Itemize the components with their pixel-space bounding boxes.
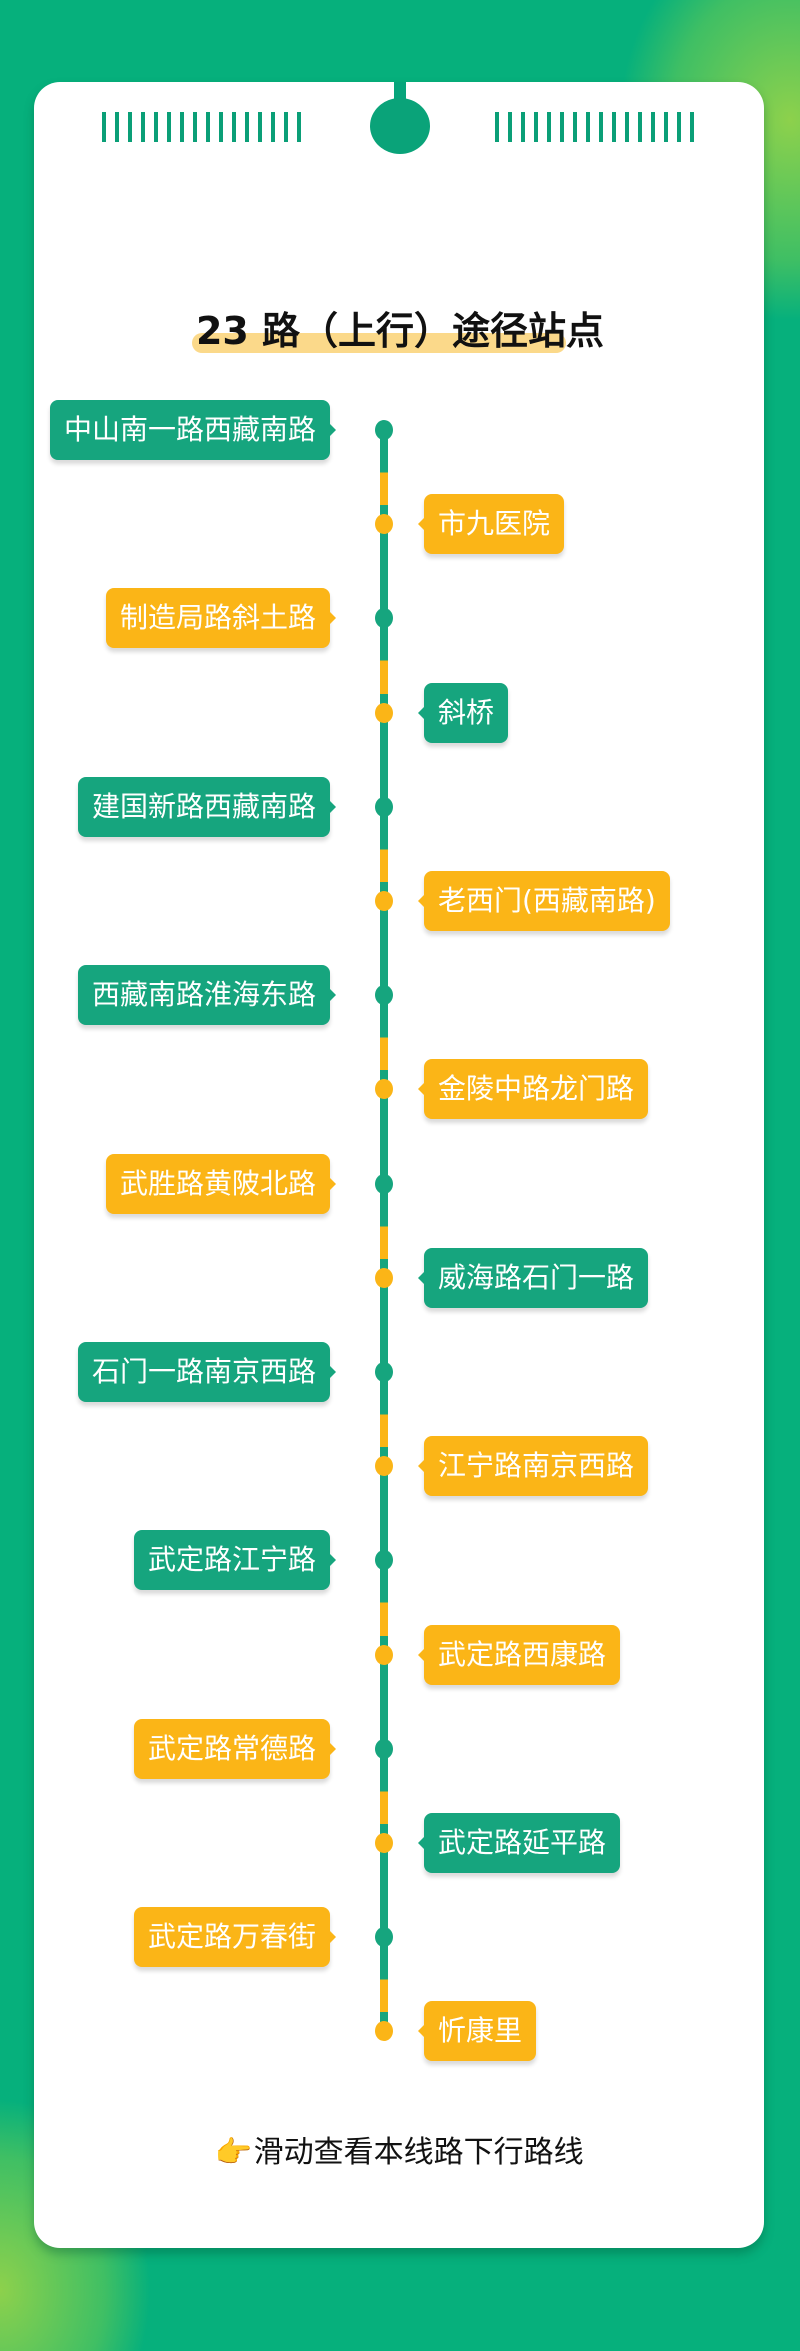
timeline-segment [380,1372,388,1467]
station-dot [375,1927,393,1948]
station-dot [375,2021,393,2042]
station-label[interactable]: 武定路万春街 [133,1907,337,1968]
timeline-segment [380,1654,388,1749]
timeline-segment [380,806,388,901]
station-label[interactable]: 建国新路西藏南路 [77,776,337,837]
footer-hint[interactable]: 👈滑动查看本线路下行路线 [216,2135,584,2170]
station-label[interactable]: 武定路西康路 [417,1624,621,1685]
hanger-ring [370,98,430,154]
station-label[interactable]: 市九医院 [417,494,565,555]
timeline-segment [380,712,388,807]
station-label[interactable]: 金陵中路龙门路 [417,1059,649,1120]
station-dot [375,1833,393,1853]
station-label[interactable]: 武定路延平路 [417,1813,621,1873]
station-dot [375,1644,393,1665]
station-dot [375,1738,393,1759]
title-highlight [192,333,566,353]
station-label[interactable]: 老西门(西藏南路) [418,871,670,931]
station-label[interactable]: 江宁路南京西路 [417,1436,649,1497]
timeline-segment [380,901,388,996]
station-label[interactable]: 斜桥 [417,682,509,743]
timeline-segment [380,1466,388,1561]
timeline-segment [380,618,388,713]
page-title: 23 路（上行）途径站点 [195,309,605,353]
station-dot [375,985,393,1006]
station-dot [375,1267,393,1288]
station-label[interactable]: 石门一路南京西路 [77,1342,337,1402]
station-dot [375,608,393,629]
timeline-segment [380,1277,388,1372]
timeline-segment [380,1089,388,1184]
station-dot [375,1362,393,1382]
station-label[interactable]: 忻康里 [417,2001,537,2062]
timeline-segment [380,1560,388,1655]
timeline-segment [380,524,388,619]
station-dot [375,702,393,723]
timeline-segment [380,1748,388,1843]
timeline-segment [380,1183,388,1278]
timeline-segment [380,1937,388,2032]
station-label[interactable]: 西藏南路淮海东路 [77,965,337,1026]
station-dot [375,1550,393,1571]
station-label[interactable]: 中山南一路西藏南路 [49,400,337,460]
station-label[interactable]: 威海路石门一路 [417,1247,649,1308]
timeline-segment [380,1843,388,1938]
station-label[interactable]: 制造局路斜土路 [105,588,337,649]
station-dot [375,1456,393,1477]
station-dot [375,514,393,535]
station-dot [375,891,393,911]
station-label[interactable]: 武定路常德路 [133,1718,337,1779]
pointing-hand-icon: 👈 [216,2135,254,2170]
station-label[interactable]: 武定路江宁路 [133,1530,337,1591]
timeline-segment [380,430,388,525]
barcode-right [495,112,699,142]
station-dot [375,1173,393,1194]
station-label[interactable]: 武胜路黄陂北路 [105,1153,337,1214]
barcode-left [102,112,306,142]
station-dot [375,420,393,440]
station-dot [375,1079,393,1100]
timeline-segment [380,995,388,1090]
station-dot [375,796,393,817]
